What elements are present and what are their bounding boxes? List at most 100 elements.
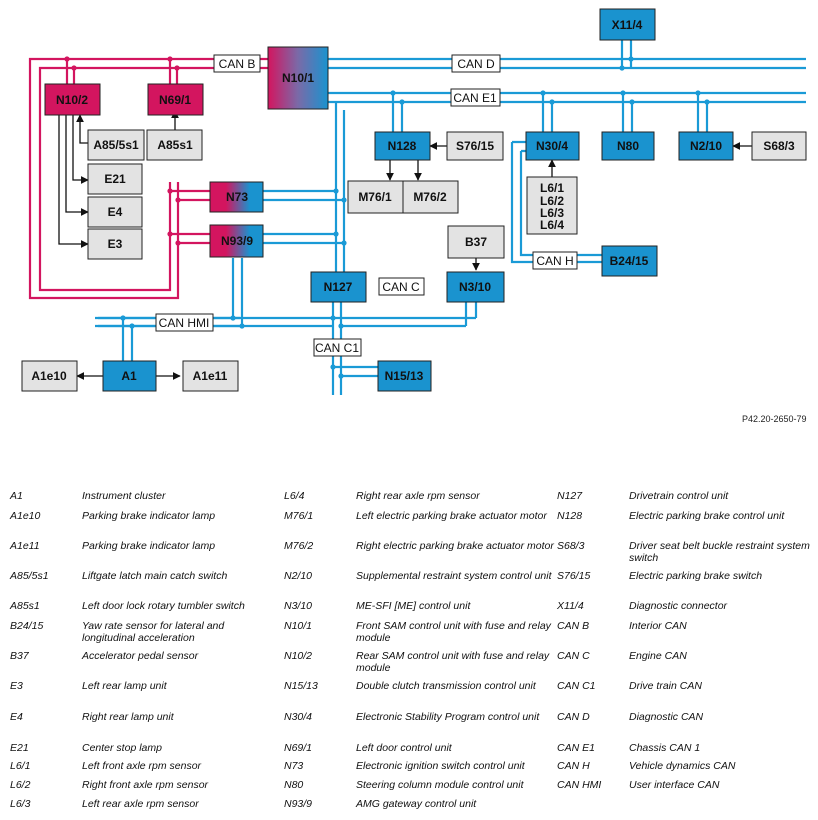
- legend-code: N30/4: [284, 711, 313, 723]
- module-e4: E4: [108, 205, 123, 219]
- legend-description: Engine CAN: [629, 650, 687, 662]
- legend-description: AMG gateway control unit: [356, 798, 477, 810]
- can-hmi-label: CAN HMI: [159, 316, 210, 330]
- legend-code: A85s1: [10, 600, 40, 612]
- legend-code: E4: [10, 711, 23, 723]
- legend-description: Electric parking brake control unit: [629, 510, 785, 522]
- legend-code: CAN C1: [557, 680, 596, 692]
- module-n2-10: N2/10: [690, 139, 722, 153]
- legend-code: A1: [10, 490, 23, 502]
- module-a85s1: A85s1: [157, 138, 193, 152]
- modules: X11/4 N10/1 N128 N30/4 N80 N2/10 N127 N3…: [21, 8, 807, 392]
- legend-code: B37: [10, 650, 29, 662]
- junction-dots-pink: [64, 56, 181, 246]
- legend-description: Electric parking brake switch: [629, 570, 763, 582]
- module-n80: N80: [617, 139, 639, 153]
- legend-description: Yaw rate sensor for lateral and longitud…: [82, 620, 225, 644]
- module-e3: E3: [108, 237, 123, 251]
- junction-dots: [120, 56, 710, 379]
- can-e1-label: CAN E1: [453, 91, 497, 105]
- can-b-label: CAN B: [219, 57, 256, 71]
- can-network-diagram: CAN B CAN D CAN E1 CAN C CAN H CAN HMI C…: [21, 8, 807, 395]
- module-m76-2: M76/2: [413, 190, 447, 204]
- legend-description: Electronic Stability Program control uni…: [356, 711, 540, 723]
- module-n127: N127: [324, 280, 353, 294]
- legend-description: Steering column module control unit: [356, 779, 524, 791]
- legend-description: Front SAM control unit with fuse and rel…: [356, 620, 551, 644]
- legend-code: N10/2: [284, 650, 313, 662]
- legend-code: B24/15: [10, 620, 44, 632]
- legend-code: N73: [284, 760, 304, 772]
- legend-code: CAN E1: [557, 742, 595, 754]
- legend-code: N93/9: [284, 798, 313, 810]
- signal-lines: [58, 110, 752, 380]
- bus-labels: CAN B CAN D CAN E1 CAN C CAN H CAN HMI C…: [155, 54, 578, 357]
- legend-description: Drivetrain control unit: [629, 490, 729, 502]
- module-n30-4: N30/4: [536, 139, 568, 153]
- legend-description: Drive train CAN: [629, 680, 702, 692]
- legend-description: User interface CAN: [629, 779, 720, 791]
- module-l6-4: L6/4: [540, 218, 564, 232]
- module-s68-3: S68/3: [763, 139, 795, 153]
- module-a1e11: A1e11: [193, 369, 228, 383]
- legend-code: S68/3: [557, 540, 585, 552]
- legend-code: N10/1: [284, 620, 313, 632]
- legend-code: N2/10: [284, 570, 313, 582]
- legend-description: Instrument cluster: [82, 490, 166, 502]
- module-s76-15: S76/15: [456, 139, 494, 153]
- legend-description: Diagnostic connector: [629, 600, 728, 612]
- legend-code: S76/15: [557, 570, 591, 582]
- legend-description: Left rear axle rpm sensor: [82, 798, 199, 810]
- module-n3-10: N3/10: [459, 280, 491, 294]
- legend-description: Driver seat belt buckle restraint system…: [629, 540, 810, 564]
- module-n73: N73: [226, 190, 248, 204]
- legend-description: Right rear axle rpm sensor: [356, 490, 480, 502]
- legend-description: Vehicle dynamics CAN: [629, 760, 736, 772]
- legend-code: X11/4: [557, 600, 584, 612]
- can-c1-label: CAN C1: [315, 341, 359, 355]
- module-x11-4: X11/4: [612, 18, 643, 32]
- legend-description: Accelerator pedal sensor: [82, 650, 199, 662]
- legend-description: Right electric parking brake actuator mo…: [356, 540, 554, 552]
- module-n93-9: N93/9: [221, 234, 253, 248]
- legend-description: Left door control unit: [356, 742, 452, 754]
- module-l6-2: L6/2: [540, 194, 564, 208]
- legend-description: Liftgate latch main catch switch: [82, 570, 228, 582]
- module-n69-1: N69/1: [159, 93, 191, 107]
- module-b24-15: B24/15: [610, 254, 649, 268]
- module-a1e10: A1e10: [31, 369, 67, 383]
- legend-code: A85/5s1: [10, 570, 49, 582]
- legend-code: CAN C: [557, 650, 590, 662]
- legend-description: ME-SFI [ME] control unit: [356, 600, 471, 612]
- legend-description: Left door lock rotary tumbler switch: [82, 600, 245, 612]
- legend-code: M76/1: [284, 510, 314, 522]
- module-l6-3: L6/3: [540, 206, 564, 220]
- legend-description: Supplemental restraint system control un…: [356, 570, 552, 582]
- module-n128: N128: [388, 139, 417, 153]
- legend-code: N127: [557, 490, 583, 502]
- module-a1: A1: [121, 369, 137, 383]
- can-c-label: CAN C: [382, 280, 420, 294]
- legend-description: Left rear lamp unit: [82, 680, 167, 692]
- module-b37: B37: [465, 235, 487, 249]
- legend-code: CAN H: [557, 760, 590, 772]
- module-l6-1: L6/1: [540, 181, 564, 195]
- legend-code: L6/2: [10, 779, 31, 791]
- legend-code: A1e10: [10, 510, 41, 522]
- legend-description: Rear SAM control unit with fuse and rela…: [356, 650, 550, 674]
- legend-code: M76/2: [284, 540, 314, 552]
- legend-code: N69/1: [284, 742, 313, 754]
- legend-code: N128: [557, 510, 583, 522]
- legend-description: Right front axle rpm sensor: [82, 779, 209, 791]
- legend-description: Electronic ignition switch control unit: [356, 760, 525, 772]
- legend-description: Center stop lamp: [82, 742, 162, 754]
- legend-description: Diagnostic CAN: [629, 711, 704, 723]
- can-h-label: CAN H: [536, 254, 573, 268]
- module-n10-2: N10/2: [56, 93, 88, 107]
- legend-code: E21: [10, 742, 29, 754]
- legend-description: Interior CAN: [629, 620, 687, 632]
- legend-code: CAN B: [557, 620, 590, 632]
- legend-description: Left electric parking brake actuator mot…: [356, 510, 547, 522]
- legend-description: Parking brake indicator lamp: [82, 510, 216, 522]
- legend-code: CAN HMI: [557, 779, 602, 791]
